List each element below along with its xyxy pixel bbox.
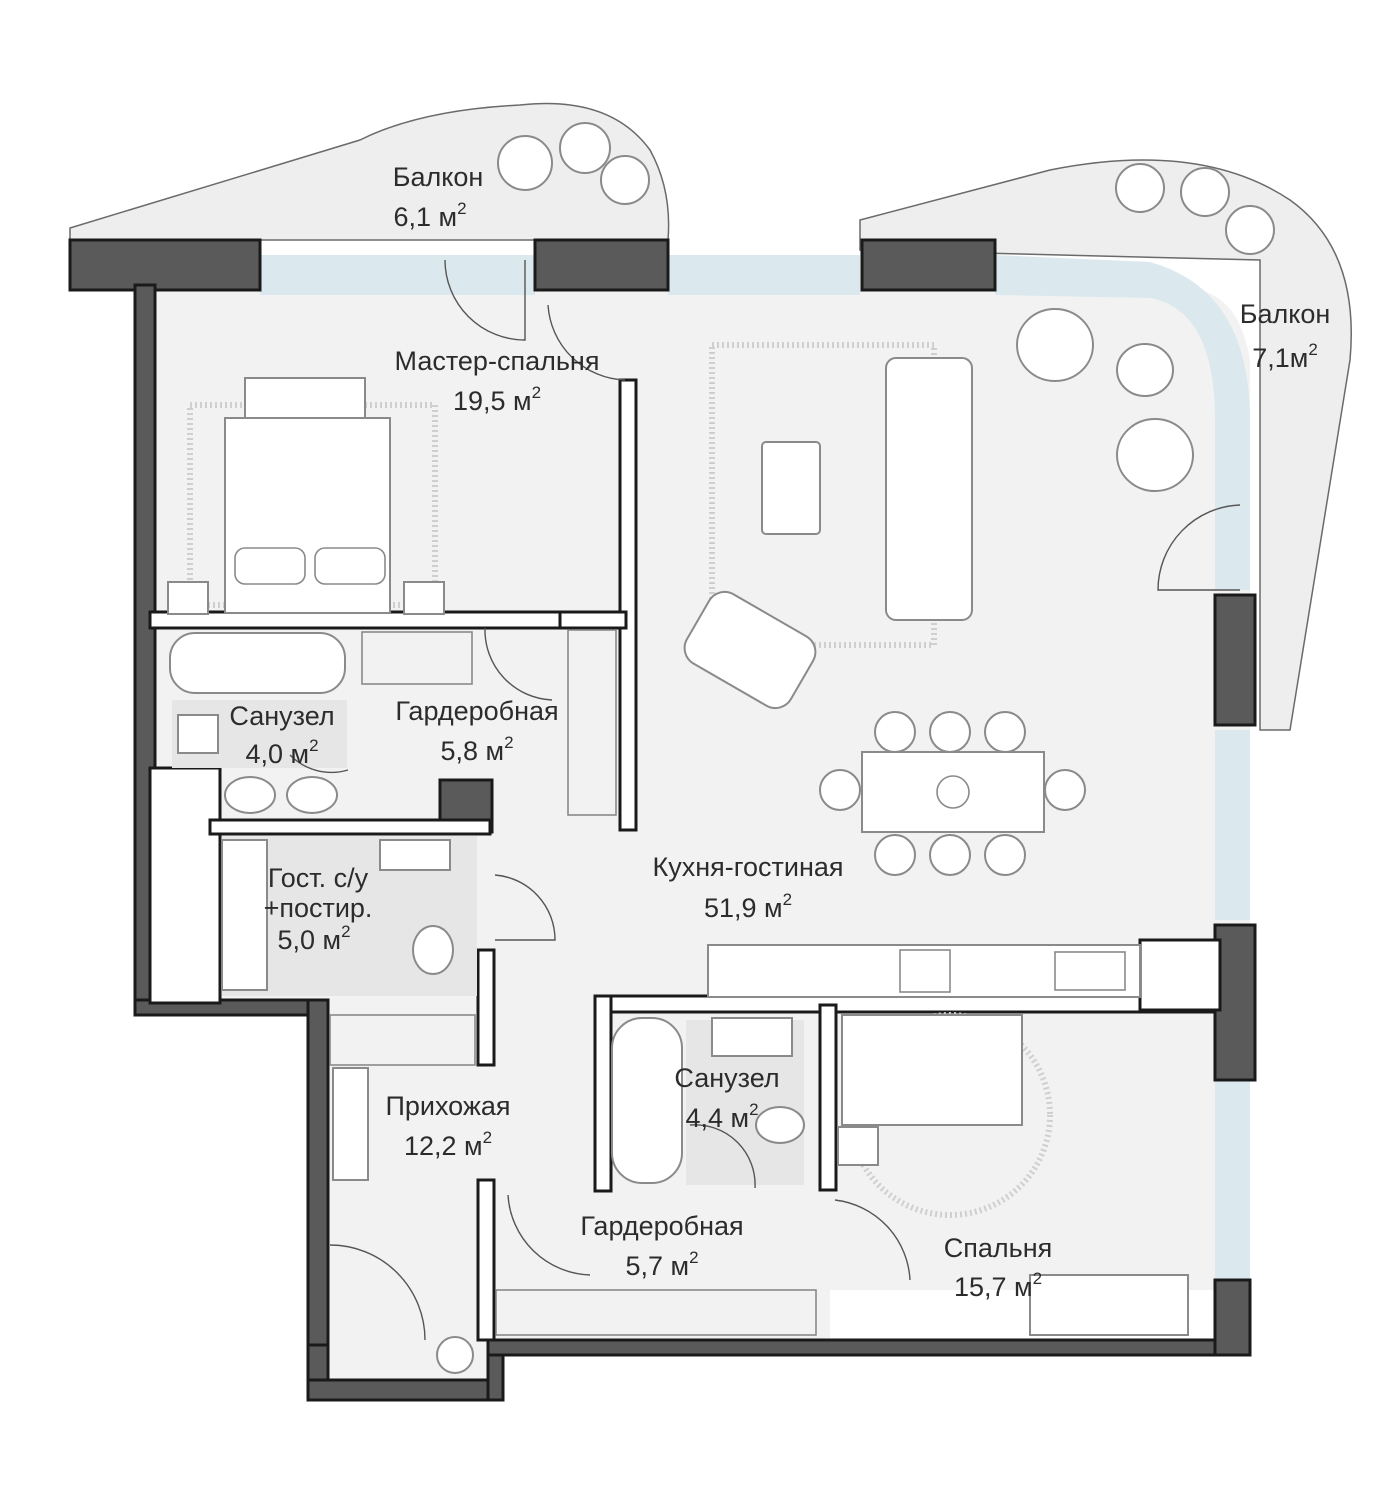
room-label-master-bedroom: Мастер-спальня 19,5 м2 (395, 346, 600, 416)
room-label-wardrobe-1: Гардеробная 5,8 м2 (395, 696, 558, 766)
room-area-value: 4,4 м (685, 1103, 749, 1133)
room-area: 19,5 м2 (453, 383, 541, 416)
room-area-sup: 2 (483, 1128, 492, 1147)
window (1215, 1080, 1250, 1280)
room-area-value: 19,5 м (453, 386, 532, 416)
balcony-right (859, 159, 1352, 731)
room-area: 7,1м2 (1252, 340, 1318, 373)
room-area: 12,2 м2 (404, 1128, 492, 1161)
room-area-value: 51,9 м (704, 893, 783, 923)
room-area: 5,0 м2 (277, 922, 350, 955)
room-area-value: 5,0 м (277, 925, 341, 955)
room-area-sup: 2 (532, 383, 541, 402)
room-area-value: 6,1 м (393, 202, 457, 232)
room-name-line2: +постир. (264, 893, 373, 923)
room-name: Балкон (393, 162, 484, 192)
room-area-sup: 2 (309, 736, 318, 755)
room-area-value: 5,8 м (440, 736, 504, 766)
bathroom-2-fixtures (611, 1017, 805, 1184)
room-name: Кухня-гостиная (652, 852, 843, 882)
master-bed (167, 377, 445, 615)
room-name: Спальня (944, 1233, 1053, 1263)
room-label-bathroom-1: Санузел 4,0 м2 (229, 701, 334, 769)
room-area-sup: 2 (1033, 1269, 1042, 1288)
kitchen-counter (707, 944, 1141, 998)
room-area-sup: 2 (689, 1248, 698, 1267)
room-area: 4,0 м2 (245, 736, 318, 769)
window (260, 255, 535, 295)
room-area: 4,4 м2 (685, 1100, 758, 1133)
room-area-value: 7,1м (1252, 343, 1308, 373)
room-label-bathroom-2: Санузел 4,4 м2 (674, 1063, 779, 1133)
room-name: Прихожая (385, 1091, 510, 1121)
room-area: 6,1 м2 (393, 199, 466, 232)
room-area: 51,9 м2 (704, 890, 792, 923)
room-label-wardrobe-2: Гардеробная 5,7 м2 (580, 1211, 743, 1281)
room-name: Санузел (674, 1063, 779, 1093)
room-label-balcony-left: Балкон 6,1 м2 (393, 162, 484, 232)
room-name: Санузел (229, 701, 334, 731)
walls (68, 238, 1257, 1402)
room-label-balcony-right: Балкон 7,1м2 (1240, 299, 1331, 373)
room-label-kitchen-living: Кухня-гостиная 51,9 м2 (652, 852, 843, 923)
room-area-sup: 2 (457, 199, 466, 218)
room-area-sup: 2 (1308, 340, 1317, 359)
dining-table (819, 711, 1086, 876)
bedroom-furniture (837, 1012, 1189, 1336)
room-name: Мастер-спальня (395, 346, 600, 376)
hallway-furniture (329, 1014, 476, 1374)
room-area: 5,7 м2 (625, 1248, 698, 1281)
room-name: Балкон (1240, 299, 1331, 329)
room-area: 5,8 м2 (440, 733, 513, 766)
window (1215, 730, 1250, 920)
window (995, 255, 1250, 590)
room-name: Гардеробная (580, 1211, 743, 1241)
room-area-sup: 2 (341, 922, 350, 941)
room-name: Гардеробная (395, 696, 558, 726)
room-area-sup: 2 (783, 890, 792, 909)
room-area-value: 4,0 м (245, 739, 309, 769)
wardrobe-2-rack (495, 1289, 817, 1336)
wardrobe-1-racks (361, 629, 617, 816)
bathroom-1-fixtures (169, 632, 346, 814)
room-area-value: 5,7 м (625, 1251, 689, 1281)
living-furniture (683, 308, 1194, 710)
doors (289, 259, 1241, 1341)
room-area-value: 12,2 м (404, 1131, 483, 1161)
window (668, 255, 860, 295)
room-area-sup: 2 (504, 733, 513, 752)
room-name: Гост. с/у (268, 863, 369, 893)
balcony-chairs (497, 122, 1275, 255)
room-label-guest-wc: Гост. с/у +постир. 5,0 м2 (264, 863, 373, 955)
room-area-sup: 2 (749, 1100, 758, 1119)
room-label-bedroom: Спальня 15,7 м2 (944, 1233, 1053, 1302)
room-area-value: 15,7 м (954, 1272, 1033, 1302)
guest-wc-fixtures (221, 839, 454, 991)
room-label-hallway: Прихожая 12,2 м2 (385, 1091, 510, 1161)
room-area: 15,7 м2 (954, 1269, 1042, 1302)
